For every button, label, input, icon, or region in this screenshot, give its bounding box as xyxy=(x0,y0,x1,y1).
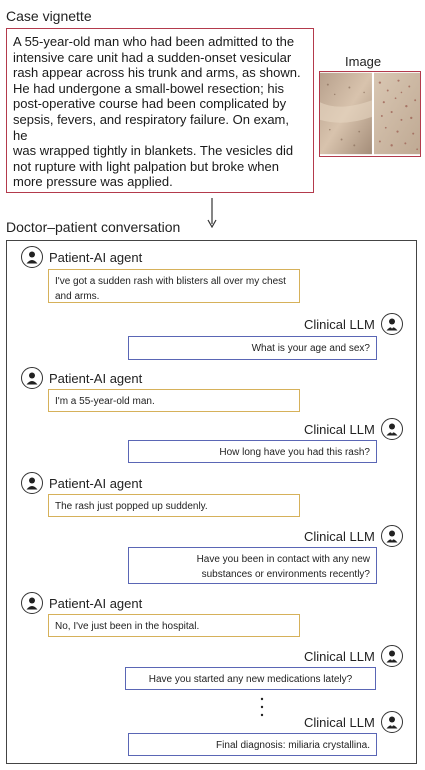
vignette-line: post-operative course had been complicat… xyxy=(13,96,287,112)
doctor-icon xyxy=(380,313,403,335)
vignette-line: A 55-year-old man who had been admitted … xyxy=(13,34,295,49)
case-vignette-box: A 55-year-old man who had been admitted … xyxy=(6,28,314,193)
llm-name: Clinical LLM xyxy=(304,648,375,664)
vignette-line: more pressure was applied. xyxy=(13,174,173,190)
patient-name: Patient-AI agent xyxy=(49,475,143,491)
llm-speaker: Clinical LLM xyxy=(304,525,403,547)
patient-message: I've got a sudden rash with blisters all… xyxy=(48,269,300,303)
vignette-line: intensive care unit had a sudden-onset v… xyxy=(13,49,292,65)
conversation-title: Doctor–patient conversation xyxy=(6,219,181,235)
doctor-icon xyxy=(380,711,403,733)
doctor-icon xyxy=(380,645,403,667)
arrow-down-icon xyxy=(207,198,217,228)
patient-name: Patient-AI agent xyxy=(49,249,143,265)
patient-message: No, I've just been in the hospital. xyxy=(48,614,300,637)
final-diagnosis-message: Final diagnosis: miliaria crystallina. xyxy=(128,733,377,756)
rash-photo-left xyxy=(320,72,372,155)
patient-speaker: Patient-AI agent xyxy=(21,246,142,268)
vignette-line: sepsis, fevers, and respiratory failure.… xyxy=(13,111,290,143)
skin-rash-photo xyxy=(319,71,421,157)
rash-photo-right xyxy=(373,72,420,155)
patient-message: The rash just popped up suddenly. xyxy=(48,494,300,517)
doctor-icon xyxy=(380,418,403,440)
llm-message: How long have you had this rash? xyxy=(128,440,377,463)
vignette-line: He had undergone a small-bowel resection… xyxy=(13,80,284,96)
patient-name: Patient-AI agent xyxy=(49,370,143,386)
llm-message: What is your age and sex? xyxy=(128,336,377,360)
patient-name: Patient-AI agent xyxy=(49,595,143,611)
conversation-box xyxy=(6,240,417,764)
patient-speaker: Patient-AI agent xyxy=(21,472,142,494)
patient-speaker: Patient-AI agent xyxy=(21,367,142,389)
doctor-icon xyxy=(380,525,403,547)
llm-name: Clinical LLM xyxy=(304,421,375,437)
llm-speaker: Clinical LLM xyxy=(304,711,403,733)
vignette-line: not rupture with light palpation but bro… xyxy=(13,158,279,174)
vignette-line: was wrapped tightly in blankets. The ves… xyxy=(13,143,294,159)
llm-message: Have you started any new medications lat… xyxy=(125,667,376,690)
patient-message: I'm a 55-year-old man. xyxy=(48,389,300,412)
llm-speaker: Clinical LLM xyxy=(304,418,403,440)
person-icon xyxy=(21,472,43,494)
image-label: Image xyxy=(345,54,382,69)
ellipsis-dots xyxy=(259,696,265,718)
llm-message: Have you been in contact with any new su… xyxy=(128,547,377,584)
person-icon xyxy=(21,246,43,268)
llm-speaker: Clinical LLM xyxy=(304,313,403,335)
vignette-line: rash appear across his trunk and arms, a… xyxy=(13,65,301,81)
person-icon xyxy=(21,367,43,389)
vignette-title: Case vignette xyxy=(6,8,92,24)
llm-name: Clinical LLM xyxy=(304,528,375,544)
person-icon xyxy=(21,592,43,614)
photo-divider xyxy=(371,72,374,156)
patient-speaker: Patient-AI agent xyxy=(21,592,142,614)
llm-speaker: Clinical LLM xyxy=(304,645,403,667)
llm-name: Clinical LLM xyxy=(304,316,375,332)
llm-name: Clinical LLM xyxy=(304,714,375,730)
